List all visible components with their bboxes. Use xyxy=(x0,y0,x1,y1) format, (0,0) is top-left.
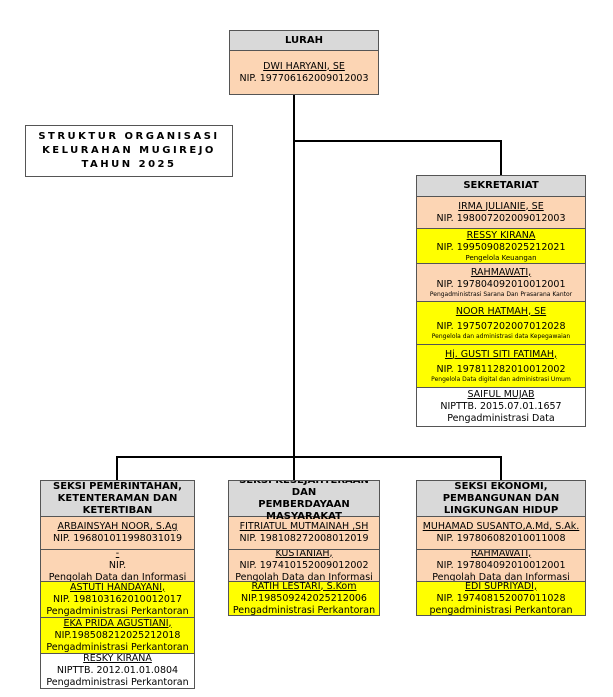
person-nip: NIP. 197804092010012001 xyxy=(436,559,566,571)
sekretariat-person-3: NOOR HATMAH, SE NIP. 197507202007012028 … xyxy=(417,302,585,345)
title-line-2: KELURAHAN MUGIREJO xyxy=(42,145,216,156)
seksi-pemerintahan-person-0: ARBAINSYAH NOOR, S.Ag NIP. 1968010119980… xyxy=(41,517,194,550)
person-nip: NIP. 197806082010011008 xyxy=(436,533,566,544)
person-nip: NIP. 197408152007011028 xyxy=(436,592,566,604)
person-nip: NIPTTB. 2015.07.01.1657 xyxy=(440,401,562,412)
person-nip: NIP. 197410152009012002 xyxy=(239,559,369,571)
person-nip: NIP. 197804092010012001 xyxy=(436,278,566,290)
person-nip: NIP. 199509082025212021 xyxy=(436,241,566,253)
connector-seksi-kesejahteraan xyxy=(293,456,295,480)
header-line: SEKSI KESEJAHTERAAN DAN xyxy=(239,480,369,498)
person-name: MUHAMAD SUSANTO,A.Md, S.Ak. xyxy=(422,521,580,532)
person-name: KUSTANIAH, xyxy=(275,550,333,559)
seksi-kesejahteraan-header: SEKSI KESEJAHTERAAN DAN PEMBERDAYAAN MAS… xyxy=(229,480,379,522)
person-name: ASTUTI HANDAYANI, xyxy=(69,582,166,593)
person-nip: NIPTTB. 2012.01.01.0804 xyxy=(56,665,179,676)
seksi-kesejahteraan-person-1: KUSTANIAH, NIP. 197410152009012002 Pengo… xyxy=(229,550,379,582)
person-name: EKA PRIDA AGUSTIANI, xyxy=(63,618,172,629)
org-title: STRUKTUR ORGANISASI KELURAHAN MUGIREJO T… xyxy=(25,125,233,177)
lurah-header: LURAH xyxy=(230,31,378,51)
person-nip: NIP. 197811282010012002 xyxy=(436,363,566,375)
person-nip: NIP.198508212025212018 xyxy=(54,629,181,641)
connector-lurah-down xyxy=(293,95,295,457)
person-nip: NIP. 197507202007012028 xyxy=(436,320,566,332)
person-role: Pengelola dan administrasi data Kepegawa… xyxy=(431,332,571,340)
person-name: NOOR HATMAH, SE xyxy=(455,305,547,317)
person-nip: NIP. 198108272008012019 xyxy=(239,533,369,544)
person-nip: NIP. 196801011998031019 xyxy=(53,533,182,544)
person-role: Pengadministrasi Perkantoran xyxy=(46,641,189,653)
person-name: RESKY KIRANA xyxy=(83,654,152,664)
sekretariat-person-2: RAHMAWATI, NIP. 197804092010012001 Penga… xyxy=(417,264,585,302)
header-line: PEMBERDAYAAN xyxy=(258,498,350,510)
seksi-kesejahteraan-person-2: RATIH LESTARI, S.Kom NIP.198509242025212… xyxy=(229,582,379,615)
seksi-pemerintahan-person-2: ASTUTI HANDAYANI, NIP. 19810316201001201… xyxy=(41,582,194,618)
person-name: FITRIATUL MUTMAINAH ,SH xyxy=(239,521,369,532)
connector-seksi-pemerintahan xyxy=(116,456,118,480)
sekretariat-person-4: Hj. GUSTI SITI FATIMAH, NIP. 19781128201… xyxy=(417,345,585,388)
person-name: ARBAINSYAH NOOR, S.Ag xyxy=(57,521,178,532)
person-nip: NIP. 198007202009012003 xyxy=(436,212,566,224)
person-name: RESSY KIRANA xyxy=(466,229,536,241)
lurah-nip: NIP. 197706162009012003 xyxy=(239,72,369,84)
person-role: Pengadministrasi Perkantoran xyxy=(46,677,189,688)
header-line: SEKSI EKONOMI, xyxy=(454,480,548,492)
connector-sekretariat xyxy=(293,140,502,142)
person-role: Pengolah Data dan Informasi xyxy=(48,571,187,582)
sekretariat-box: SEKRETARIAT IRMA JULIANIE, SE NIP. 19800… xyxy=(416,175,586,427)
seksi-pemerintahan-box: SEKSI PEMERINTAHAN, KETENTERAMAN DAN KET… xyxy=(40,480,195,689)
person-name: RATIH LESTARI, S.Kom xyxy=(251,582,357,592)
connector-seksi-horizontal xyxy=(116,456,500,458)
person-role: Pengelola Data digital dan administrasi … xyxy=(431,375,571,383)
seksi-ekonomi-box: SEKSI EKONOMI, PEMBANGUNAN DAN LINGKUNGA… xyxy=(416,480,586,616)
header-line: MASYARAKAT xyxy=(266,510,342,522)
sekretariat-person-5: SAIFUL MUJAB NIPTTB. 2015.07.01.1657 Pen… xyxy=(417,388,585,426)
title-line-1: STRUKTUR ORGANISASI xyxy=(38,131,220,142)
person-role: Pengolah Data dan Informasi xyxy=(235,571,373,582)
seksi-pemerintahan-person-1: - NIP. Pengolah Data dan Informasi xyxy=(41,550,194,582)
header-line: KETENTERAMAN DAN xyxy=(57,492,178,504)
connector-sekretariat-down xyxy=(500,140,502,175)
person-name: IRMA JULIANIE, SE xyxy=(458,200,544,212)
person-role: Pengadministrasi Perkantoran xyxy=(46,605,189,617)
header-line: PEMBANGUNAN DAN xyxy=(442,492,560,504)
header-line: KETERTIBAN xyxy=(82,504,153,516)
person-name: Hj. GUSTI SITI FATIMAH, xyxy=(444,348,558,360)
person-role: Pengelola Keuangan xyxy=(465,253,537,262)
seksi-kesejahteraan-person-0: FITRIATUL MUTMAINAH ,SH NIP. 19810827200… xyxy=(229,517,379,550)
person-name: SAIFUL MUJAB xyxy=(467,389,535,400)
lurah-name: DWI HARYANI, SE xyxy=(263,60,345,72)
title-line-3: TAHUN 2025 xyxy=(81,159,177,170)
person-name: RAHMAWATI, xyxy=(470,550,532,559)
header-line: SEKSI PEMERINTAHAN, xyxy=(53,480,182,492)
sekretariat-person-0: IRMA JULIANIE, SE NIP. 19800720200901200… xyxy=(417,197,585,229)
person-role: Pengadministrasi Sarana Dan Prasarana Ka… xyxy=(429,290,573,298)
seksi-pemerintahan-header: SEKSI PEMERINTAHAN, KETENTERAMAN DAN KET… xyxy=(41,481,194,517)
person-name: - xyxy=(115,550,120,559)
header-line: LINGKUNGAN HIDUP xyxy=(443,504,559,516)
lurah-box: LURAH DWI HARYANI, SE NIP. 1977061620090… xyxy=(229,30,379,95)
seksi-pemerintahan-person-4: RESKY KIRANA NIPTTB. 2012.01.01.0804 Pen… xyxy=(41,654,194,688)
sekretariat-header: SEKRETARIAT xyxy=(417,176,585,197)
seksi-ekonomi-person-1: RAHMAWATI, NIP. 197804092010012001 Pengo… xyxy=(417,550,585,582)
seksi-ekonomi-header: SEKSI EKONOMI, PEMBANGUNAN DAN LINGKUNGA… xyxy=(417,481,585,517)
person-role: pengadministrasi Perkantoran xyxy=(429,604,573,616)
seksi-ekonomi-person-2: EDI SUPRIYADI, NIP. 197408152007011028 p… xyxy=(417,582,585,615)
person-name: RAHMAWATI, xyxy=(470,266,532,278)
lurah-person: DWI HARYANI, SE NIP. 197706162009012003 xyxy=(230,51,378,94)
seksi-kesejahteraan-box: SEKSI KESEJAHTERAAN DAN PEMBERDAYAAN MAS… xyxy=(228,480,380,616)
person-nip: NIP. 198103162010012017 xyxy=(53,593,182,605)
seksi-ekonomi-person-0: MUHAMAD SUSANTO,A.Md, S.Ak. NIP. 1978060… xyxy=(417,517,585,550)
person-role: Pengadministrasi Perkantoran xyxy=(232,604,376,616)
person-name: EDI SUPRIYADI, xyxy=(465,582,537,592)
person-role: Pengolah Data dan Informasi xyxy=(432,571,570,582)
person-role: Pengadministrasi Data xyxy=(447,413,555,424)
person-nip: NIP. xyxy=(108,559,127,571)
sekretariat-person-1: RESSY KIRANA NIP. 199509082025212021 Pen… xyxy=(417,229,585,264)
connector-seksi-ekonomi xyxy=(500,456,502,480)
person-nip: NIP.198509242025212006 xyxy=(241,592,367,604)
seksi-pemerintahan-person-3: EKA PRIDA AGUSTIANI, NIP.198508212025212… xyxy=(41,618,194,654)
